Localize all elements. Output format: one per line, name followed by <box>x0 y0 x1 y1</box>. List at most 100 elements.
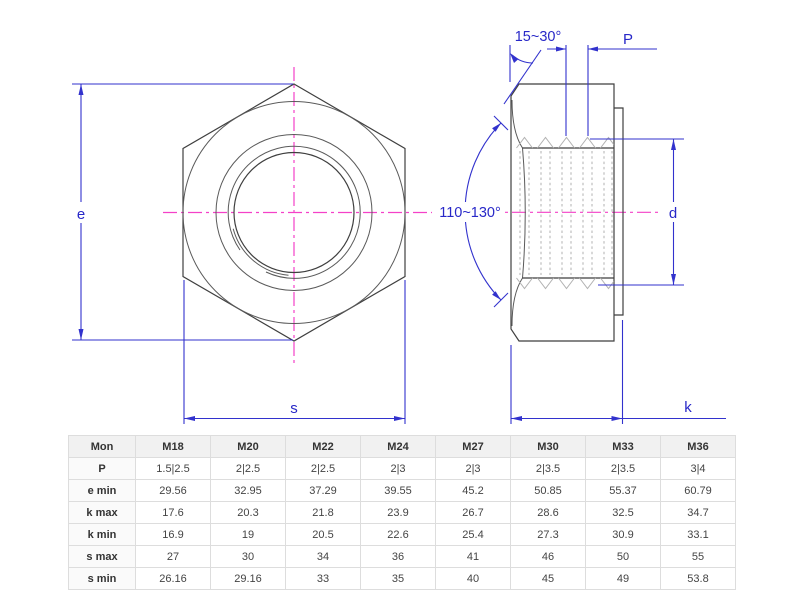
dimension-countersink-angle: 110~130° <box>436 115 509 308</box>
chamfer-angle-label: 15~30° <box>515 29 562 45</box>
table-cell: 20.3 <box>210 501 286 524</box>
table-cell: 40 <box>435 567 511 590</box>
countersink-angle-label: 110~130° <box>439 205 501 221</box>
table-cell: 2|2.5 <box>285 457 361 480</box>
table-cell: 19 <box>210 523 286 546</box>
washer-face-edge <box>614 107 624 316</box>
table-cell: 55 <box>660 545 736 568</box>
table-cell: 25.4 <box>435 523 511 546</box>
table-cell: 27 <box>135 545 211 568</box>
table-cell: 27.3 <box>510 523 586 546</box>
table-cell: 1.5|2.5 <box>135 457 211 480</box>
table-cell: 45 <box>510 567 586 590</box>
nut-body-outline <box>510 83 615 342</box>
dimension-label-e: e <box>77 206 85 223</box>
table-cell: 53.8 <box>660 567 736 590</box>
row-label: s min <box>68 567 136 590</box>
table-cell: 37.29 <box>285 479 361 502</box>
dimension-k: k <box>510 320 726 424</box>
hexagon-outline <box>182 83 406 342</box>
column-header: M36 <box>660 435 736 458</box>
table-cell: 60.79 <box>660 479 736 502</box>
table-cell: 32.5 <box>585 501 661 524</box>
dimension-d: d <box>590 138 684 286</box>
table-cell: 29.16 <box>210 567 286 590</box>
table-cell: 22.6 <box>360 523 436 546</box>
table-cell: 41 <box>435 545 511 568</box>
table-cell: 17.6 <box>135 501 211 524</box>
thread-texture <box>519 151 613 275</box>
diameter-label: d <box>669 205 677 222</box>
table-cell: 33.1 <box>660 523 736 546</box>
row-label: e min <box>68 479 136 502</box>
bore-circle <box>233 151 355 274</box>
dimension-chamfer-angle: 15~30° <box>503 29 562 105</box>
table-cell: 2|3 <box>360 457 436 480</box>
table-cell: 33 <box>285 567 361 590</box>
table-cell: 23.9 <box>360 501 436 524</box>
row-label: k max <box>68 501 136 524</box>
thread-crests-top <box>516 136 615 149</box>
table-cell: 2|3 <box>435 457 511 480</box>
table-cell: 2|3.5 <box>585 457 661 480</box>
row-label: P <box>68 457 136 480</box>
table-cell: 36 <box>360 545 436 568</box>
table-cell: 29.56 <box>135 479 211 502</box>
column-header: M24 <box>360 435 436 458</box>
table-cell: 49 <box>585 567 661 590</box>
table-cell: 28.6 <box>510 501 586 524</box>
table-cell: 2|3.5 <box>510 457 586 480</box>
table-cell: 34 <box>285 545 361 568</box>
dimension-p: P <box>547 31 657 136</box>
column-header: M20 <box>210 435 286 458</box>
facet-arc-top <box>511 99 523 149</box>
table-cell: 26.16 <box>135 567 211 590</box>
table-cell: 30 <box>210 545 286 568</box>
table-cell: 30.9 <box>585 523 661 546</box>
table-cell: 16.9 <box>135 523 211 546</box>
thread-major-arc <box>227 145 361 279</box>
table-cell: 2|2.5 <box>210 457 286 480</box>
table-cell: 34.7 <box>660 501 736 524</box>
dimension-label-s: s <box>290 400 298 417</box>
facet-arc-bottom <box>511 277 523 327</box>
column-header: M30 <box>510 435 586 458</box>
row-label: k min <box>68 523 136 546</box>
chamfer-circle <box>182 101 406 324</box>
table-cell: 26.7 <box>435 501 511 524</box>
table-cell: 20.5 <box>285 523 361 546</box>
table-cell: 46 <box>510 545 586 568</box>
column-header: M33 <box>585 435 661 458</box>
thread-crests-bottom <box>516 277 615 290</box>
column-header: Mon <box>68 435 136 458</box>
row-label: s max <box>68 545 136 568</box>
column-header: M27 <box>435 435 511 458</box>
height-label: k <box>684 399 692 416</box>
table-cell: 45.2 <box>435 479 511 502</box>
front-view: e s <box>71 67 432 424</box>
table-cell: 21.8 <box>285 501 361 524</box>
table-cell: 3|4 <box>660 457 736 480</box>
facet-arc-middle <box>522 147 526 279</box>
table-cell: 55.37 <box>585 479 661 502</box>
table-cell: 39.55 <box>360 479 436 502</box>
dimension-e: e <box>71 83 293 341</box>
table-cell: 32.95 <box>210 479 286 502</box>
washer-face-circle <box>215 134 373 291</box>
column-header: M22 <box>285 435 361 458</box>
table-cell: 50 <box>585 545 661 568</box>
table-cell: 50.85 <box>510 479 586 502</box>
side-view: 15~30° P 110~130° <box>436 29 726 424</box>
dimension-s: s <box>183 280 406 424</box>
thread-runout-arc <box>232 228 289 276</box>
